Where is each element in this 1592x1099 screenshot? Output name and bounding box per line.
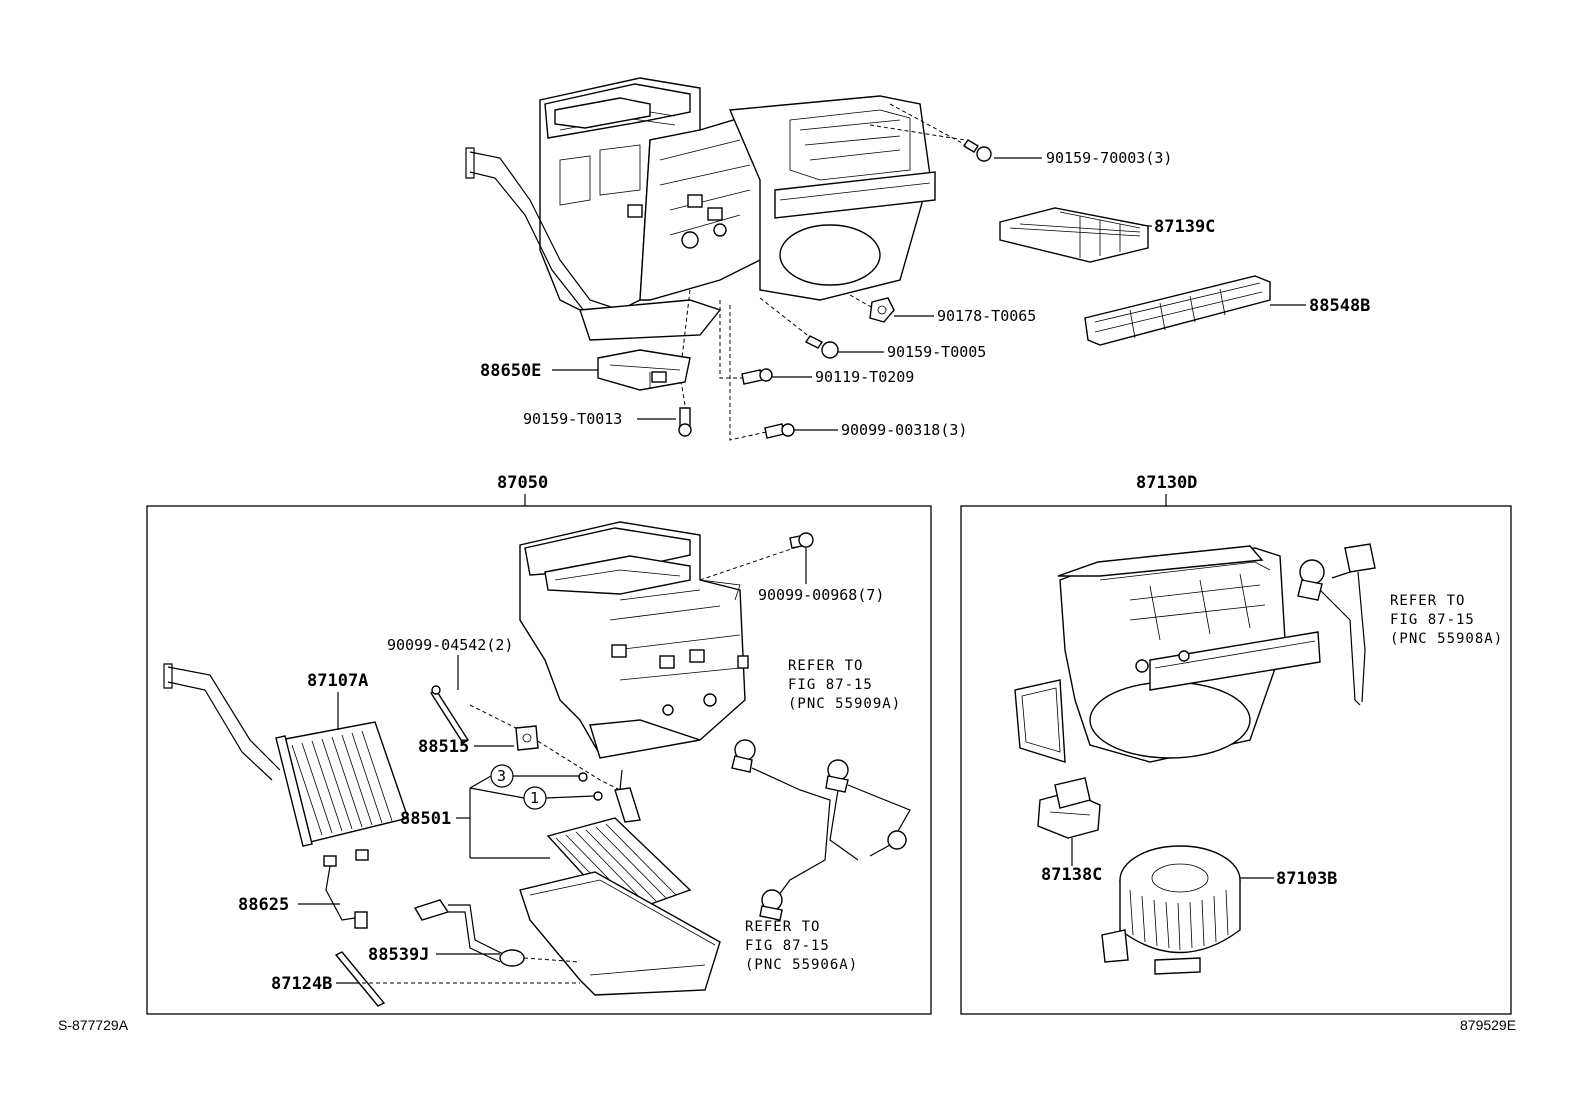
heater-case-87050-drawing bbox=[519, 521, 749, 759]
label-87103b: 87103B bbox=[1276, 869, 1337, 889]
circle-3-text: 3 bbox=[497, 767, 506, 785]
label-90099-00318: 90099-00318(3) bbox=[841, 421, 967, 439]
lower-case-drawing bbox=[519, 871, 721, 996]
label-87107a: 87107A bbox=[307, 671, 368, 691]
bolt-90159-t0005-icon bbox=[804, 335, 839, 359]
refer-a-line1: REFER TO bbox=[788, 658, 863, 674]
cover-88548b-drawing bbox=[1084, 275, 1271, 346]
footer-left-code: S-877729A bbox=[58, 1017, 129, 1033]
label-88625: 88625 bbox=[238, 895, 289, 915]
blower-motor-87103b-drawing bbox=[1101, 845, 1241, 975]
label-90178-t0065: 90178-T0065 bbox=[937, 307, 1036, 325]
hvac-unit-assembly-drawing bbox=[465, 77, 976, 441]
seal-87124b-drawing bbox=[334, 951, 386, 1007]
bolt-90159-70003-icon bbox=[963, 139, 992, 162]
screw-90159-t0013-icon bbox=[678, 407, 692, 437]
drain-hose-88539j-drawing bbox=[413, 899, 525, 967]
blower-case-87130d-drawing bbox=[1014, 545, 1321, 763]
refer-c-line2: FIG 87-15 bbox=[1390, 612, 1475, 628]
harness-55909a-drawing bbox=[731, 739, 911, 901]
bolt-90099-00318-icon bbox=[764, 423, 795, 439]
label-90159-t0005: 90159-T0005 bbox=[887, 343, 986, 361]
frame-87050 bbox=[146, 505, 932, 1015]
label-88501: 88501 bbox=[400, 809, 451, 829]
nut-90178-t0065-icon bbox=[869, 297, 895, 323]
bracket-88650e-drawing bbox=[597, 349, 691, 391]
screw-90099-00968-icon bbox=[789, 532, 814, 549]
refer-a-line2: FIG 87-15 bbox=[788, 677, 873, 693]
refer-b-line2: FIG 87-15 bbox=[745, 938, 830, 954]
sensor-88625-drawing bbox=[323, 849, 369, 929]
label-87124b: 87124B bbox=[271, 974, 332, 994]
label-90099-00968: 90099-00968(7) bbox=[758, 586, 884, 604]
label-90159-t0013: 90159-T0013 bbox=[523, 410, 622, 428]
refer-c-line3: (PNC 55908A) bbox=[1390, 631, 1503, 647]
filter-87139c-drawing bbox=[999, 207, 1149, 263]
circle-callout-3: 3 bbox=[490, 764, 514, 788]
footer-right-code: 879529E bbox=[1460, 1017, 1516, 1033]
harness-55908a-drawing bbox=[1297, 543, 1376, 706]
label-88650e: 88650E bbox=[480, 361, 541, 381]
refer-a-line3: (PNC 55909A) bbox=[788, 696, 901, 712]
label-87138c: 87138C bbox=[1041, 865, 1102, 885]
resistor-87138c-drawing bbox=[1037, 777, 1101, 839]
label-87139c: 87139C bbox=[1154, 217, 1215, 237]
circle-1-text: 1 bbox=[530, 789, 539, 807]
box-title-87130d: 87130D bbox=[1136, 473, 1197, 493]
harness-55906a-drawing bbox=[759, 889, 783, 921]
label-88548b: 88548B bbox=[1309, 296, 1370, 316]
label-88515: 88515 bbox=[418, 737, 469, 757]
refer-b-line1: REFER TO bbox=[745, 919, 820, 935]
heater-core-87107a-drawing bbox=[163, 663, 409, 847]
label-90159-70003: 90159-70003(3) bbox=[1046, 149, 1172, 167]
circle-callout-1: 1 bbox=[523, 786, 547, 810]
refer-b-line3: (PNC 55906A) bbox=[745, 957, 858, 973]
label-90099-04542: 90099-04542(2) bbox=[387, 636, 513, 654]
box-title-87050: 87050 bbox=[497, 473, 548, 493]
label-90119-t0209: 90119-T0209 bbox=[815, 368, 914, 386]
expansion-valve-88515-drawing bbox=[515, 725, 539, 751]
screw-90099-04542-icon bbox=[430, 685, 469, 744]
refer-c-line1: REFER TO bbox=[1390, 593, 1465, 609]
screw-90119-t0209-icon bbox=[741, 368, 773, 385]
frame-87130d bbox=[960, 505, 1512, 1015]
label-88539j: 88539J bbox=[368, 945, 429, 965]
